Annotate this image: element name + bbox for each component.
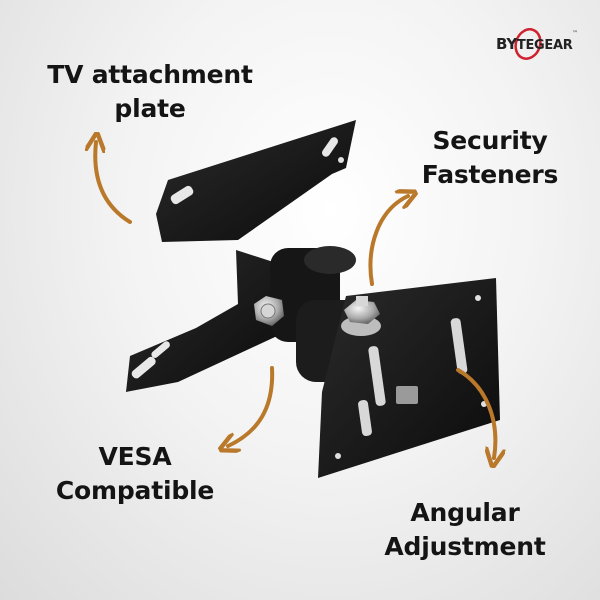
left-bolt-fastener bbox=[254, 296, 284, 326]
arrow-angular bbox=[456, 368, 495, 458]
arrow-vesa bbox=[228, 366, 275, 446]
callout-tv-attachment-plate: TV attachment plate bbox=[40, 58, 260, 126]
callout-line: Security bbox=[432, 126, 548, 155]
hinge-body bbox=[270, 246, 366, 382]
callout-line: Adjustment bbox=[384, 532, 546, 561]
callout-line: Fasteners bbox=[421, 160, 559, 189]
trademark-symbol: ™ bbox=[572, 30, 578, 37]
monitor-mount-plate bbox=[318, 278, 500, 478]
tv-attachment-plate bbox=[156, 120, 356, 242]
callout-line: VESA bbox=[98, 442, 172, 471]
brand-logo-text: BYTEGEAR bbox=[496, 35, 573, 53]
logo-ring-icon bbox=[514, 28, 542, 60]
callout-line: TV attachment bbox=[47, 60, 253, 89]
callout-angular-adjustment: Angular Adjustment bbox=[370, 496, 560, 564]
callout-security-fasteners: Security Fasteners bbox=[400, 124, 580, 192]
callout-line: plate bbox=[114, 94, 186, 123]
center-bolt-fastener bbox=[341, 296, 381, 336]
callout-line: Angular bbox=[410, 498, 520, 527]
arrow-tv-plate bbox=[95, 142, 132, 224]
callout-vesa-compatible: VESA Compatible bbox=[40, 440, 230, 508]
brand-logo: BYTEGEAR ™ bbox=[494, 26, 584, 62]
arrow-security bbox=[368, 196, 409, 286]
lower-arm-plate bbox=[126, 250, 292, 392]
callout-line: Compatible bbox=[55, 476, 215, 505]
